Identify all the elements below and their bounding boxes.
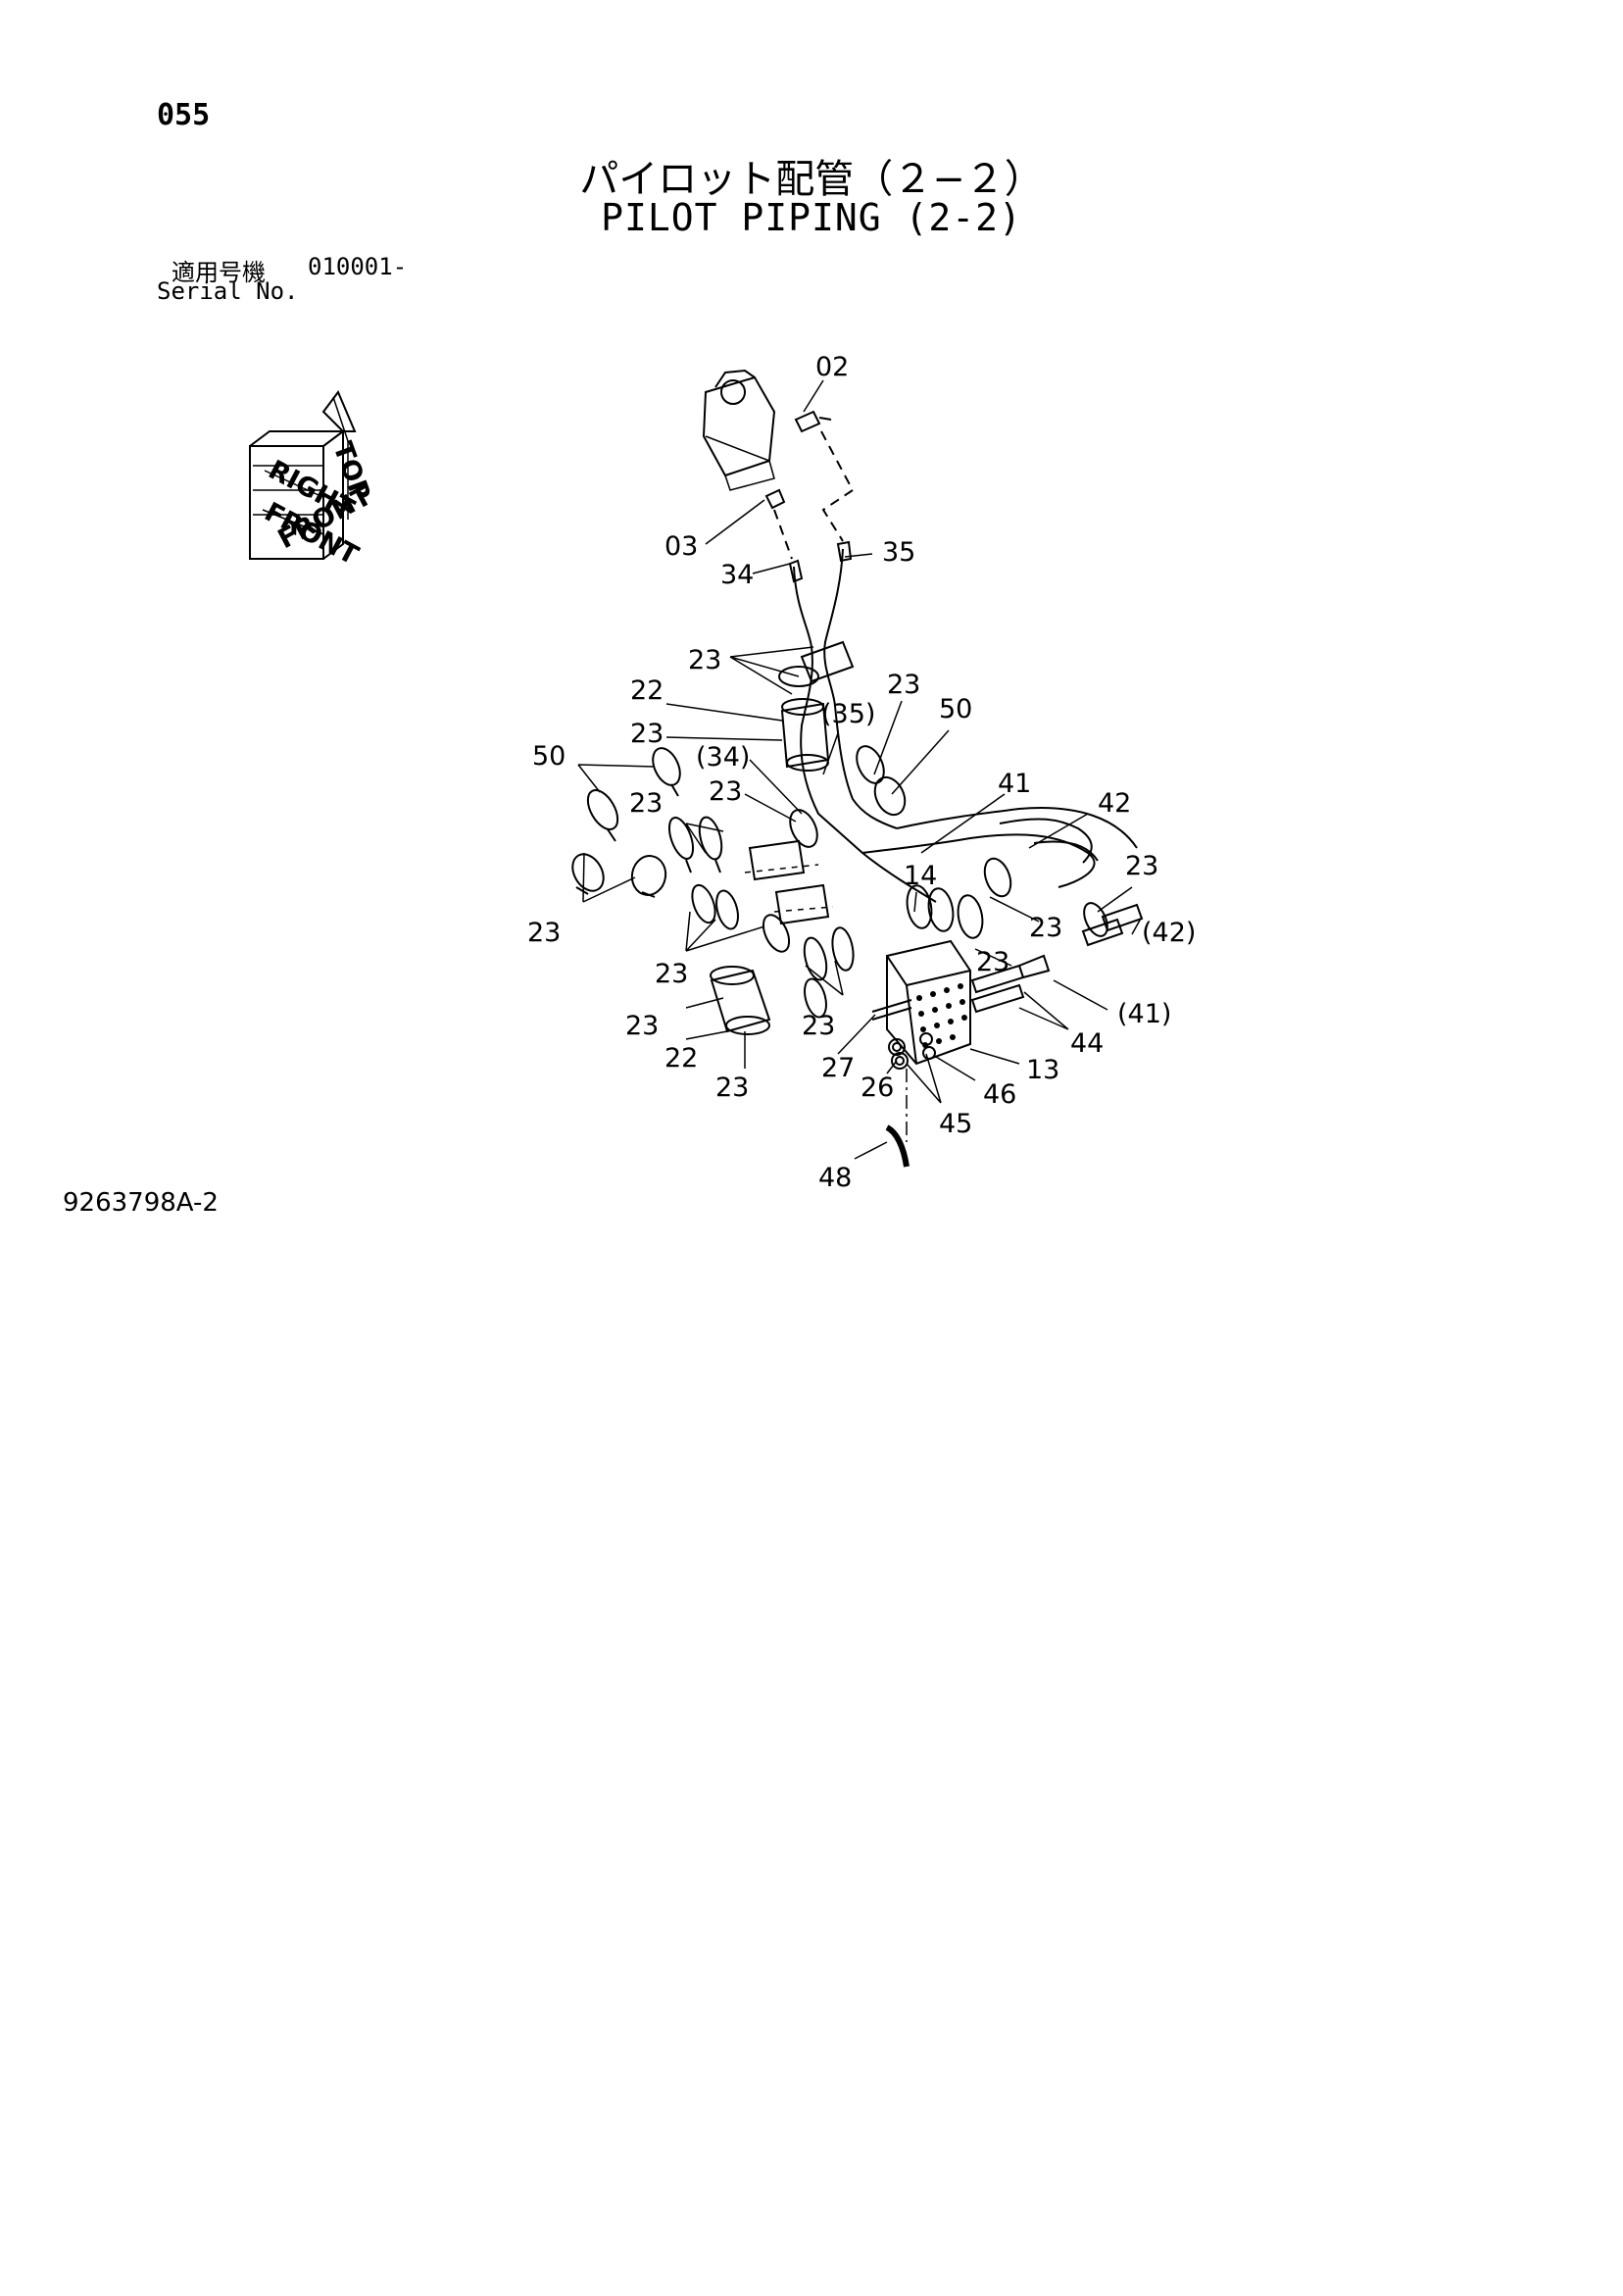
hose-48 xyxy=(885,1124,910,1168)
orientation-indicator: TOP RIGHT FRONT FRONT xyxy=(249,390,377,572)
leader-lines xyxy=(577,379,1143,1160)
callout-23-m: 23 xyxy=(715,1073,749,1103)
callout-23-c: 23 xyxy=(887,670,920,700)
callout-44: 44 xyxy=(1070,1028,1104,1059)
fitting-02 xyxy=(794,410,832,433)
drawing-number: 9263798A-2 xyxy=(63,1188,219,1218)
mounting-plate-lower xyxy=(773,883,834,925)
callout-35-paren: (35) xyxy=(821,699,875,729)
callout-14: 14 xyxy=(904,861,937,891)
callout-34-paren: (34) xyxy=(696,742,750,773)
callout-03: 03 xyxy=(664,531,698,562)
callout-41-paren: (41) xyxy=(1117,999,1171,1029)
serial-label-english: Serial No. xyxy=(157,277,299,305)
callout-50-a: 50 xyxy=(939,694,972,724)
callout-26: 26 xyxy=(861,1073,894,1103)
bolts-26-45-46 xyxy=(888,1032,936,1070)
stud-27 xyxy=(871,999,912,1021)
hose-bracket xyxy=(800,640,855,683)
callout-22-a: 22 xyxy=(630,675,664,706)
connector-41-right xyxy=(1081,918,1124,947)
serial-label-japanese: 適用号機 xyxy=(172,259,266,286)
dashed-line-02-35 xyxy=(820,430,855,542)
cable-ties xyxy=(571,666,1108,1019)
dashed-line-03-34 xyxy=(773,509,793,560)
callout-23-k: 23 xyxy=(802,1011,835,1041)
callout-46: 46 xyxy=(983,1079,1016,1110)
protector-22-lower xyxy=(710,966,771,1035)
callout-23-d: 23 xyxy=(629,788,663,819)
hose-34 xyxy=(788,559,937,903)
callout-23-j: 23 xyxy=(976,947,1009,977)
hose-41 xyxy=(861,807,1138,888)
page-number: 055 xyxy=(157,98,211,132)
callout-23-i: 23 xyxy=(655,959,688,989)
distribution-block-13 xyxy=(886,939,971,1066)
hose-42 xyxy=(999,818,1099,864)
callout-50-b: 50 xyxy=(532,741,566,772)
callout-23-l: 23 xyxy=(625,1011,659,1041)
callout-02: 02 xyxy=(815,352,849,382)
page-title-japanese: パイロット配管（２−２） xyxy=(579,157,1044,202)
callout-13: 13 xyxy=(1026,1055,1059,1085)
page-title-english: PILOT PIPING (2-2) xyxy=(601,196,1022,239)
callout-48: 48 xyxy=(818,1163,852,1193)
callout-41: 41 xyxy=(998,769,1031,799)
callout-45: 45 xyxy=(939,1109,972,1139)
connector-42-right xyxy=(1101,903,1144,932)
callout-42: 42 xyxy=(1098,788,1131,819)
fittings-44 xyxy=(970,954,1051,1014)
callout-27: 27 xyxy=(821,1053,855,1083)
callout-23-g: 23 xyxy=(527,918,561,948)
callout-23-f: 23 xyxy=(1125,851,1158,881)
callout-22-b: 22 xyxy=(664,1043,698,1073)
callout-23-b: 23 xyxy=(630,719,664,749)
callout-42-paren: (42) xyxy=(1142,918,1196,948)
fitting-03 xyxy=(764,488,786,510)
mounting-plate-upper xyxy=(744,839,819,881)
hose-35 xyxy=(823,540,898,829)
serial-range: 010001- xyxy=(308,253,408,280)
callout-23-h: 23 xyxy=(1029,913,1062,943)
callout-35: 35 xyxy=(882,537,915,568)
callout-23-e: 23 xyxy=(709,776,742,807)
pilot-valve xyxy=(702,369,776,491)
callout-23-a: 23 xyxy=(688,645,721,675)
callout-34: 34 xyxy=(720,560,754,590)
